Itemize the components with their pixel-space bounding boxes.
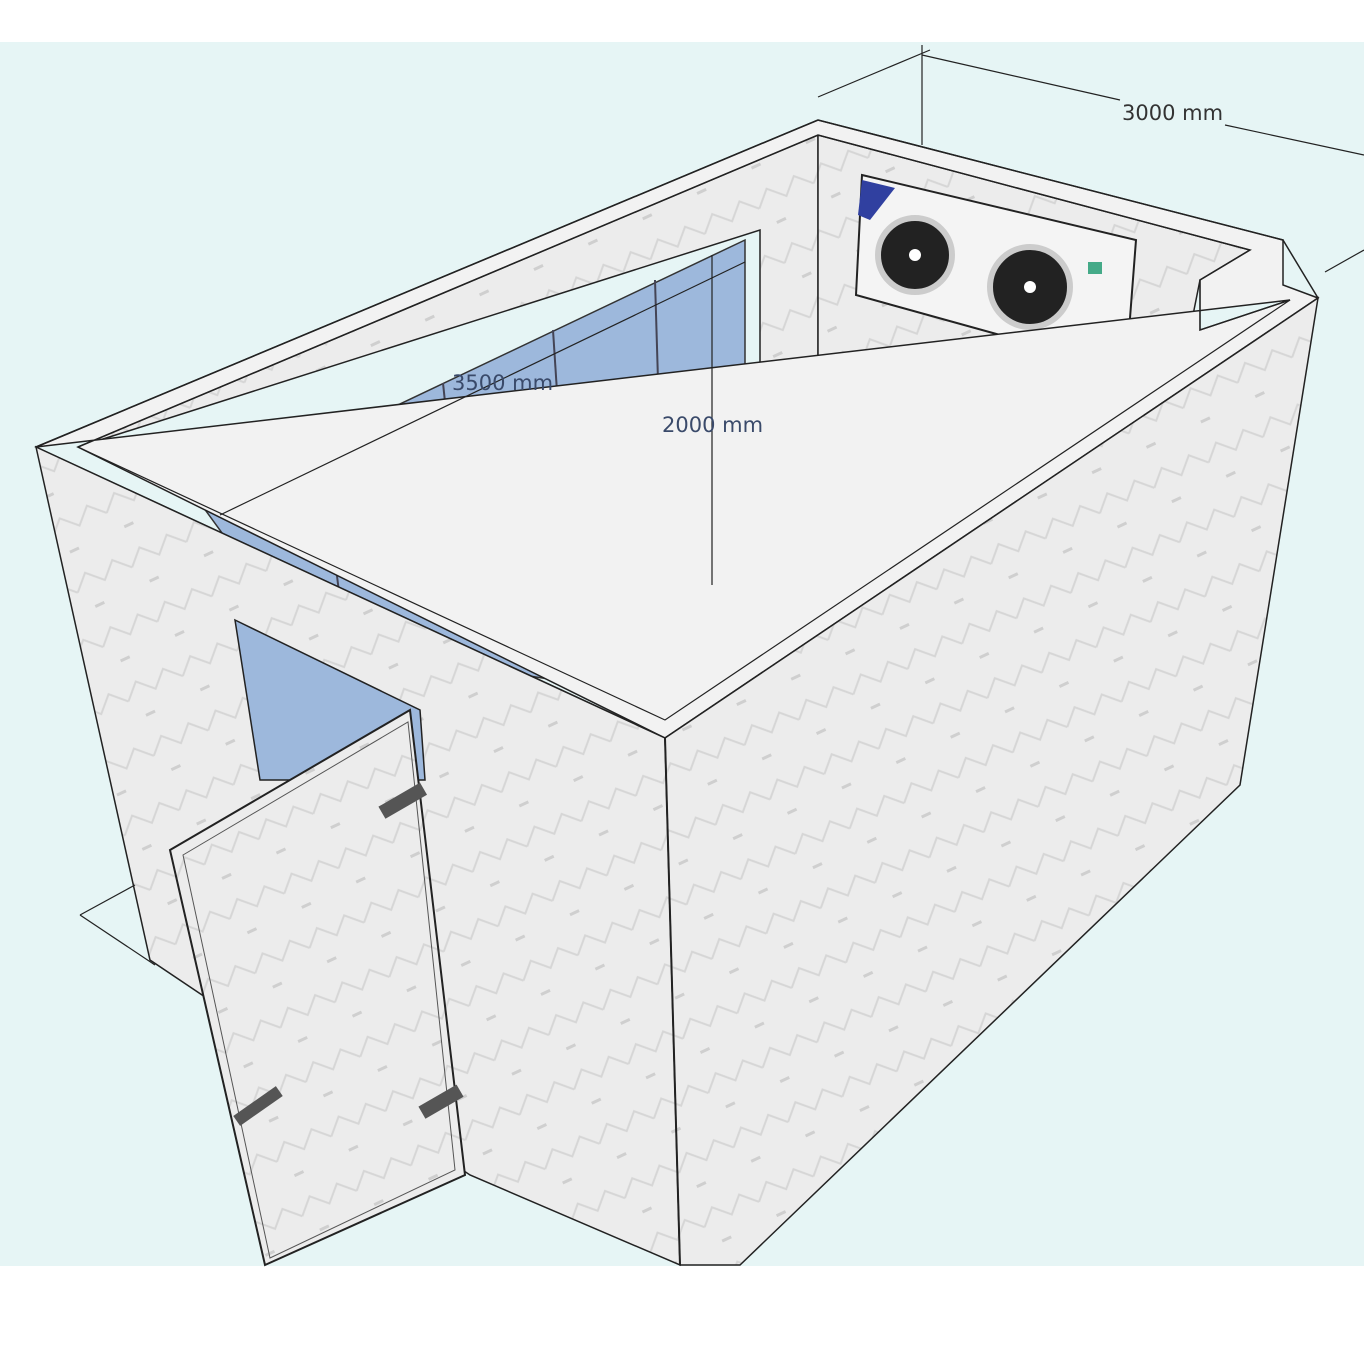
length-dimension-label: 3500 mm [452, 371, 553, 395]
width-dimension-label: 3000 mm [1122, 101, 1223, 125]
dimension-lines [79, 45, 1364, 966]
door-handle-icon[interactable] [233, 1086, 283, 1126]
hinge-icon [378, 782, 428, 819]
door[interactable] [168, 708, 467, 1267]
hinge-icon [418, 1084, 464, 1119]
evaporator-unit [854, 173, 1138, 372]
height-dimension-label: 2000 mm [662, 413, 763, 437]
